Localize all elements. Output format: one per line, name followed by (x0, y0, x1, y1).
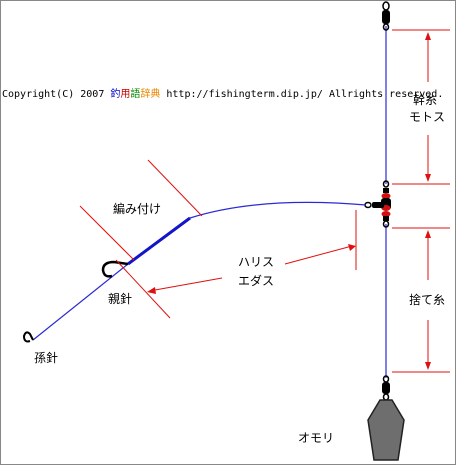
top-swivel-icon (382, 1, 390, 31)
label-omori: オモリ (298, 431, 334, 445)
bottom-swivel-icon (382, 375, 390, 401)
label-hariss: ハリス (238, 255, 274, 269)
copyright-line: Copyright(C) 2007 釣用語辞典 http://fishingte… (2, 87, 443, 100)
amitsuke-section (127, 216, 191, 266)
label-motosu: モトス (409, 110, 445, 124)
label-suteito: 捨て糸 (409, 292, 445, 307)
hariss-line (189, 201, 367, 219)
bead-icon (381, 211, 391, 217)
label-mikiito: 幹糸 (413, 92, 437, 107)
label-oyabari: 親針 (108, 291, 132, 306)
bead-icon (381, 193, 391, 199)
dimension-marks (79, 29, 450, 373)
oyabari-hook-icon (101, 260, 129, 278)
sinker-icon (367, 399, 405, 461)
magobari-hook-icon (22, 331, 34, 343)
label-magobari: 孫針 (34, 350, 58, 365)
label-amitsuke: 編み付け (113, 201, 161, 216)
label-edasu: エダス (238, 273, 274, 288)
triple-swivel-icon (364, 180, 391, 228)
dimension-arrows (147, 32, 431, 370)
